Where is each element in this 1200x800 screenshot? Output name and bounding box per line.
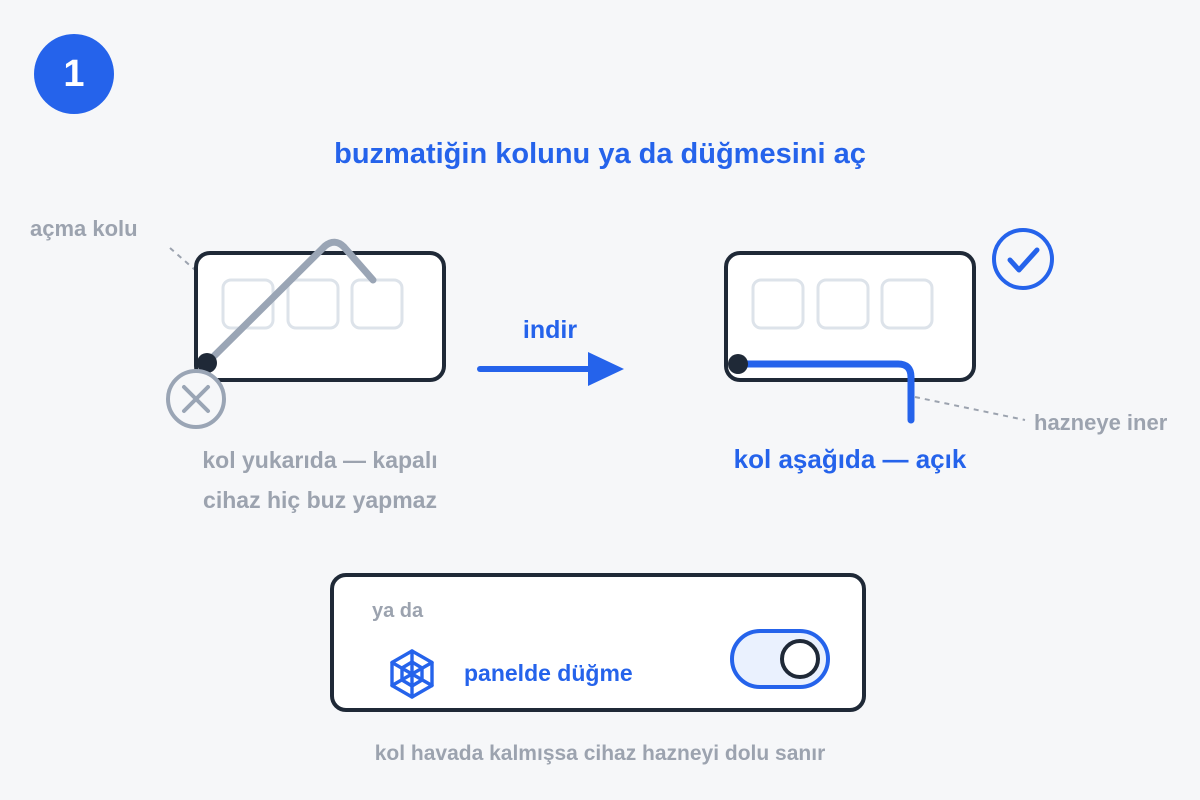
ice-cube-slot [286,278,340,330]
shutoff-arm-down [734,360,915,424]
ice-cube-slot [880,278,934,330]
step-title: buzmatiğin kolunu ya da düğmesini aç [334,138,866,170]
step-number-badge: 1 [34,34,114,114]
off-caption: kol yukarıda — kapalı cihaz hiç buz yapm… [150,440,490,520]
x-circle-icon [166,369,226,429]
arm-label: açma kolu [30,216,138,241]
ice-cube-slot [350,278,404,330]
arm-pivot [197,353,217,373]
arm-pivot [728,354,748,374]
on-caption: kol aşağıda — açık [733,444,967,474]
ice-maker-toggle-switch[interactable] [730,629,830,689]
ice-tray-body [194,251,446,382]
panel-switch-label: panelde düğme [464,660,633,686]
off-caption-line2: cihaz hiç buz yapmaz [203,487,437,513]
ice-cube-slot [221,278,275,330]
ice-maker-on [724,228,1054,424]
ice-tray-body [724,251,976,382]
ice-cube-slot [816,278,870,330]
lower-arrow [477,352,624,386]
ice-maker-off [166,238,446,429]
panel-or-label: ya da [372,600,424,622]
arrow-label: indir [522,316,578,344]
off-caption-line1: kol yukarıda — kapalı [202,447,438,473]
shutoff-arm-up [203,238,377,367]
drops-label: hazneye iner [1034,410,1168,435]
toggle-knob[interactable] [780,639,820,679]
ice-cube-slot [751,278,805,330]
drops-label-leader [914,396,1026,421]
footer-note: kol havada kalmışsa cihaz hazneyi dolu s… [374,742,826,765]
check-circle-icon [992,228,1054,290]
snowflake-icon [390,649,434,699]
